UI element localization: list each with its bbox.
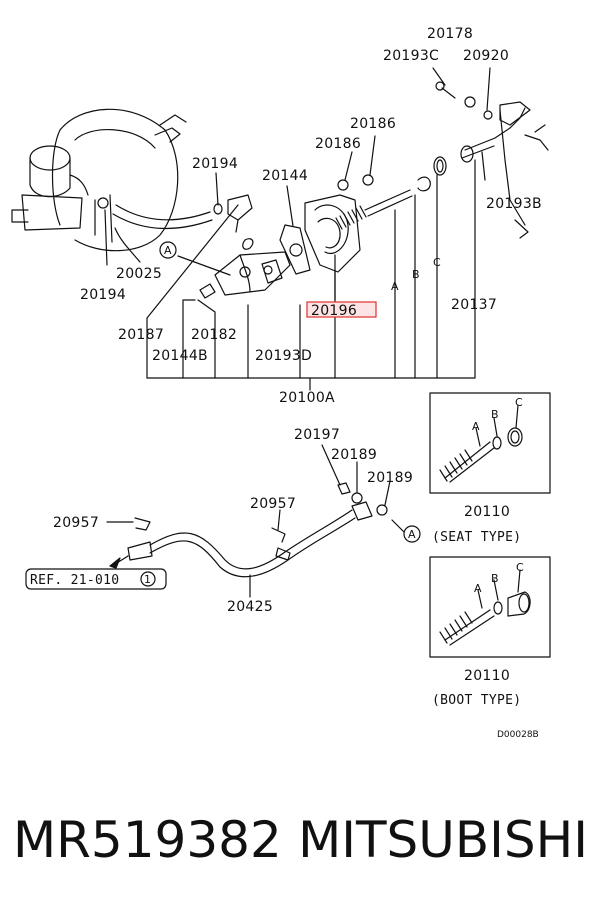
clip-b-drawing (417, 176, 431, 192)
brand-name: MITSUBISHI (298, 811, 588, 869)
dust-cover-20196-drawing (304, 194, 361, 273)
label-20137: 20137 (451, 297, 497, 313)
label-20425: 20425 (227, 599, 273, 615)
letter-b-boot: B (491, 572, 499, 585)
label-boot-type: (BOOT TYPE) (432, 693, 521, 708)
label-20920: 20920 (463, 48, 509, 64)
gasket-20144-drawing (279, 224, 311, 275)
marker-a-circle-top (159, 241, 177, 259)
letter-c-seat: C (515, 396, 523, 409)
label-20193b: 20193B (486, 196, 542, 212)
label-seat-type: (SEAT TYPE) (432, 530, 521, 545)
ref-text: REF. 21-010 (30, 573, 119, 588)
marker-a-circle-bottom (403, 525, 421, 543)
label-20957-left: 20957 (53, 515, 99, 531)
check-valve-drawing (227, 194, 253, 233)
clutch-hose-drawing (127, 482, 388, 578)
label-20100a: 20100A (279, 390, 335, 406)
label-20186-a: 20186 (350, 116, 396, 132)
label-20110-seat: 20110 (464, 504, 510, 520)
label-20193d: 20193D (255, 348, 312, 364)
label-20182: 20182 (191, 327, 237, 343)
boot-type-inset (429, 556, 551, 658)
part-labels: 20178 20193C 20920 20186 20186 20194 201… (30, 26, 542, 740)
seat-type-inset (429, 392, 551, 494)
brake-booster-drawing (51, 108, 187, 252)
highlight-20196 (306, 301, 377, 318)
label-20189-b: 20189 (367, 470, 413, 486)
letter-c-boot: C (516, 561, 524, 574)
part-number-footer: MR519382 MITSUBISHI (13, 800, 588, 880)
letter-c-main: C (433, 256, 441, 269)
label-20025: 20025 (116, 266, 162, 282)
label-20189-a: 20189 (331, 447, 377, 463)
label-20144b: 20144B (152, 348, 208, 364)
label-20110-boot: 20110 (464, 668, 510, 684)
pedal-linkage-drawing (435, 81, 549, 239)
label-20196: 20196 (311, 303, 357, 319)
vacuum-hose-20025-drawing (112, 203, 223, 230)
leader-lines-bottom (106, 444, 405, 598)
marker-a-top: A (164, 244, 172, 257)
parts-diagram: 20178 20193C 20920 20186 20186 20194 201… (11, 26, 551, 740)
letter-a-main: A (391, 280, 399, 293)
clutch-master-cylinder-drawing (199, 238, 291, 299)
ref-box (25, 568, 167, 590)
letter-b-main: B (412, 268, 420, 281)
label-20957-right: 20957 (250, 496, 296, 512)
marker-a-bottom: A (408, 528, 416, 541)
label-20187: 20187 (118, 327, 164, 343)
master-cylinder-reservoir-drawing (11, 145, 109, 231)
letter-a-seat: A (472, 420, 480, 433)
letter-b-seat: B (491, 408, 499, 421)
ref-number: 1 (144, 573, 151, 586)
label-20178: 20178 (427, 26, 473, 42)
letter-a-boot: A (474, 582, 482, 595)
leader-lines-top (104, 67, 491, 301)
seal-c-drawing (433, 156, 447, 176)
label-20194-bottom: 20194 (80, 287, 126, 303)
label-20144: 20144 (262, 168, 308, 184)
label-20186-b: 20186 (315, 136, 361, 152)
arrow-to-ref (109, 555, 129, 569)
push-rod-drawing (335, 174, 413, 230)
diagram-code: D00028B (497, 730, 539, 740)
label-20194-top: 20194 (192, 156, 238, 172)
label-20193c: 20193C (383, 48, 439, 64)
part-number: MR519382 (13, 811, 282, 869)
ref-circle (140, 571, 156, 587)
label-20197: 20197 (294, 427, 340, 443)
